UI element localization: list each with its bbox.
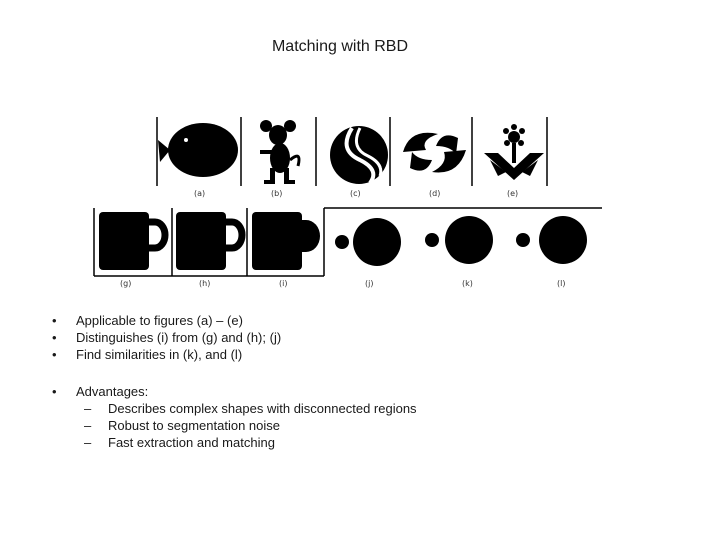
mug-shape-g bbox=[99, 212, 169, 270]
bottom-row-borders bbox=[93, 207, 602, 277]
caption-i: (i) bbox=[279, 279, 288, 288]
top-row-borders bbox=[156, 117, 548, 186]
advantage-text: Describes complex shapes with disconnect… bbox=[108, 401, 417, 416]
bullet-text: Find similarities in (k), and (l) bbox=[76, 347, 243, 362]
caption-c: (c) bbox=[350, 189, 361, 198]
caption-g: (g) bbox=[120, 279, 132, 288]
fish-shape bbox=[158, 123, 238, 177]
advantage-item: – Robust to segmentation noise bbox=[48, 417, 417, 434]
mug-shape-h bbox=[176, 212, 246, 270]
dash-glyph: – bbox=[84, 401, 92, 416]
mouse-shape bbox=[260, 120, 301, 184]
mug-shape-i bbox=[252, 212, 320, 270]
caption-a: (a) bbox=[194, 189, 206, 198]
bullet-glyph: • bbox=[52, 384, 57, 399]
bullet-glyph: • bbox=[52, 330, 57, 345]
bullet-list: • Applicable to figures (a) – (e) • Dist… bbox=[48, 312, 417, 451]
bullet-glyph: • bbox=[52, 313, 57, 328]
caption-h: (h) bbox=[199, 279, 211, 288]
bullet-item: • Applicable to figures (a) – (e) bbox=[48, 312, 417, 329]
dot-circle-l bbox=[516, 216, 587, 264]
caption-d: (d) bbox=[429, 189, 441, 198]
advantage-text: Robust to segmentation noise bbox=[108, 418, 280, 433]
advantage-text: Fast extraction and matching bbox=[108, 435, 275, 450]
advantage-item: – Describes complex shapes with disconne… bbox=[48, 400, 417, 417]
dash-glyph: – bbox=[84, 418, 92, 433]
swirl-circle-shape bbox=[330, 126, 388, 185]
caption-b: (b) bbox=[271, 189, 283, 198]
caption-j: (j) bbox=[365, 279, 374, 288]
pinwheel-shape bbox=[403, 132, 466, 173]
bullet-item: • Distinguishes (i) from (g) and (h); (j… bbox=[48, 329, 417, 346]
advantages-label: Advantages: bbox=[76, 384, 149, 399]
shape-figure bbox=[93, 117, 602, 277]
caption-k: (k) bbox=[462, 279, 473, 288]
bullet-item: • Find similarities in (k), and (l) bbox=[48, 346, 417, 363]
bullet-text: Distinguishes (i) from (g) and (h); (j) bbox=[76, 330, 282, 345]
bullet-text: Applicable to figures (a) – (e) bbox=[76, 313, 243, 328]
dot-circle-j bbox=[335, 218, 401, 266]
caption-e: (e) bbox=[507, 189, 519, 198]
caption-l: (l) bbox=[557, 279, 566, 288]
dash-glyph: – bbox=[84, 435, 92, 450]
advantages-heading: • Advantages: bbox=[48, 383, 417, 400]
bullet-glyph: • bbox=[52, 347, 57, 362]
dot-circle-k bbox=[425, 216, 493, 264]
slide-title: Matching with RBD bbox=[271, 38, 409, 55]
flower-shape bbox=[484, 124, 544, 180]
advantage-item: – Fast extraction and matching bbox=[48, 434, 417, 451]
